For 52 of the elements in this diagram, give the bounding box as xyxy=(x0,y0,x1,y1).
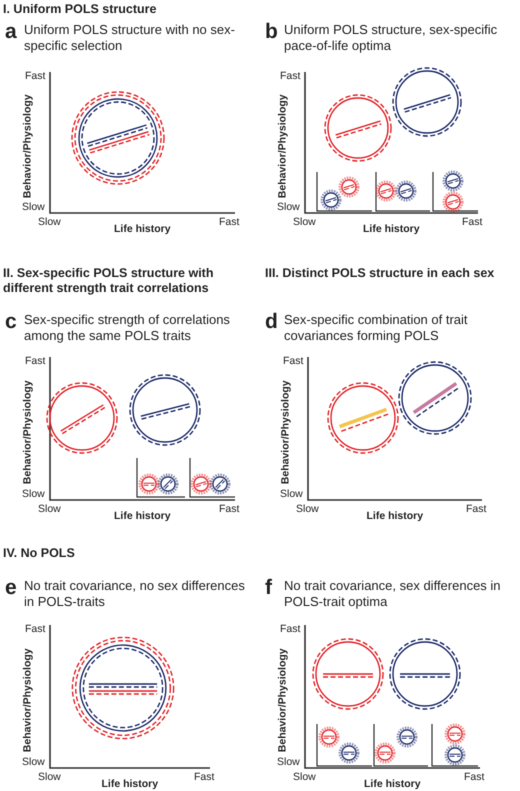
axis-title: Behavior/Physiology xyxy=(22,94,34,198)
axis-tick-label: Fast xyxy=(25,355,46,368)
axis-tick-label: Fast xyxy=(280,623,300,636)
axis-tick-label: Fast xyxy=(25,70,46,83)
axis-title: Behavior/Physiology xyxy=(22,380,34,484)
section-heading: I. Uniform POLS structure xyxy=(3,2,158,17)
axis-title: Behavior/Physiology xyxy=(276,94,290,198)
panel-title: Uniform POLS structure with no sex-specific selection xyxy=(24,22,236,54)
panel-letter: c xyxy=(5,311,18,332)
axis-tick-label: Fast xyxy=(464,771,484,784)
panel-letter: d xyxy=(265,311,279,332)
axis-title: Life history xyxy=(114,223,171,236)
panel-letter: f xyxy=(265,577,273,598)
axis-tick-label: Fast xyxy=(466,503,486,516)
axis-title: Life history xyxy=(364,778,421,791)
axis-tick-label: Fast xyxy=(25,623,46,636)
panel-title: Sex-specific combination of trait covariances forming POLS xyxy=(284,312,469,344)
axis-tick-label: Slow xyxy=(293,216,316,229)
axis-tick-label: Slow xyxy=(277,756,300,769)
axis-title: Behavior/Physiology xyxy=(276,648,290,752)
panel-letter: a xyxy=(5,21,18,42)
axis-tick-label: Slow xyxy=(277,201,300,214)
panel-title: Uniform POLS structure, sex-specific pace-of-life optima xyxy=(284,22,498,54)
section-heading: II. Sex-specific POLS structure with different strength trait correlations xyxy=(3,266,214,296)
axis-tick-label: Slow xyxy=(296,503,319,516)
axis-tick-label: Slow xyxy=(293,771,316,784)
axis-title: Behavior/Physiology xyxy=(280,380,292,484)
panel-title: No trait covariance, no sex differences in POLS-traits xyxy=(24,578,246,610)
axis-title: Behavior/Physiology xyxy=(22,648,34,752)
axis-tick-label: Slow xyxy=(22,488,45,501)
axis-tick-label: Slow xyxy=(280,488,303,501)
axis-tick-label: Fast xyxy=(283,355,304,368)
panel-letter: e xyxy=(5,577,18,598)
axis-tick-label: Fast xyxy=(219,216,240,229)
panel-title: Sex-specific strength of correlations among the same POLS traits xyxy=(24,312,231,344)
section-heading: IV. No POLS xyxy=(3,546,76,561)
axis-tick-label: Fast xyxy=(194,771,214,784)
axis-title: Life history xyxy=(366,510,424,523)
axis-tick-label: Slow xyxy=(22,201,45,214)
axis-tick-label: Slow xyxy=(38,216,61,229)
axis-title: Life history xyxy=(102,778,158,791)
axis-tick-label: Slow xyxy=(38,503,61,516)
axis-tick-label: Slow xyxy=(38,771,61,784)
axis-tick-label: Slow xyxy=(22,756,45,769)
panel-letter: b xyxy=(265,21,279,42)
axis-tick-label: Fast xyxy=(280,70,300,83)
axis-title: Life history xyxy=(363,223,420,236)
axis-title: Life history xyxy=(114,510,171,523)
axis-tick-label: Fast xyxy=(462,216,482,229)
section-heading: III. Distinct POLS structure in each sex xyxy=(265,266,496,281)
panel-title: No trait covariance, sex differences in POLS-trait optima xyxy=(284,578,502,610)
axis-tick-label: Fast xyxy=(219,503,240,516)
